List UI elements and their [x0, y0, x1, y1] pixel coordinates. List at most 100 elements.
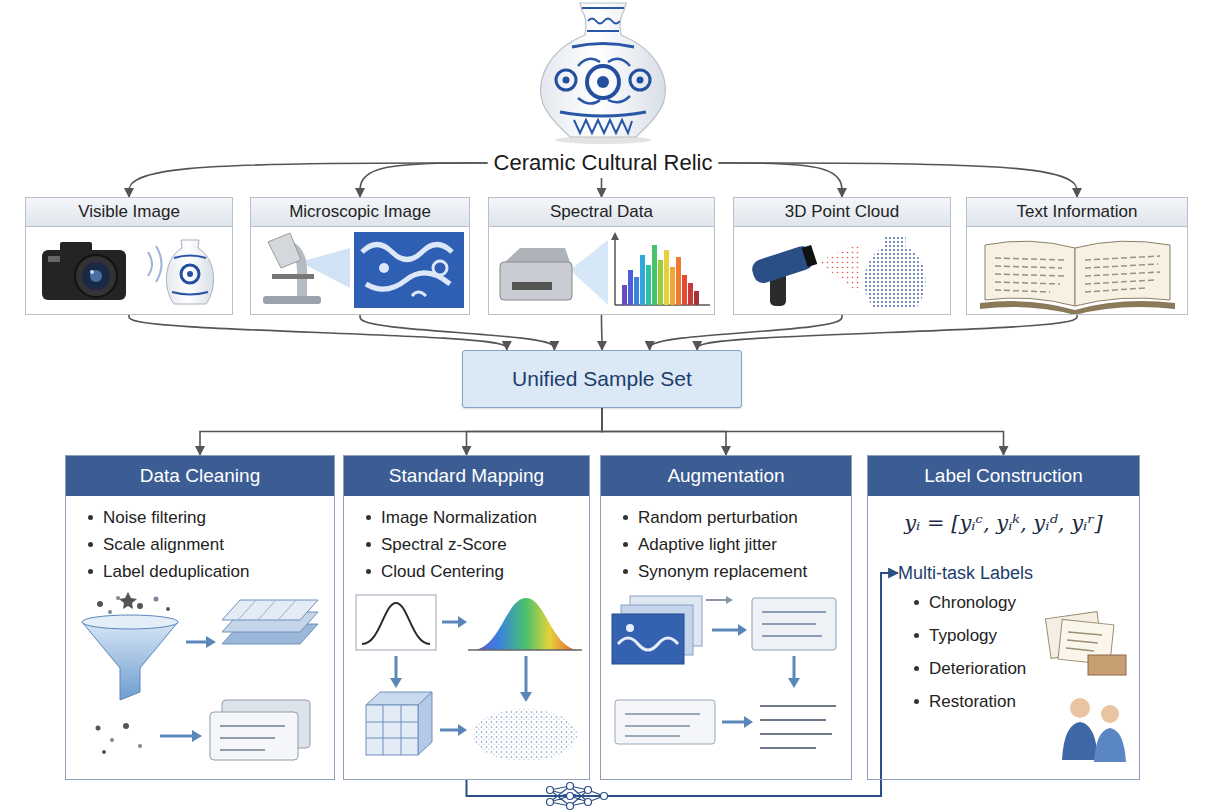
small-vase-illustration	[172, 256, 208, 295]
bullet-item: Label deduplication	[88, 558, 334, 585]
augmentation-illustration	[618, 638, 678, 650]
bullet-text: Image Normalization	[381, 508, 537, 528]
microscope-illustration	[412, 292, 426, 296]
cleaning-illustration	[110, 738, 114, 742]
vase-illustration	[637, 77, 644, 84]
cleaning-illustration	[220, 726, 285, 750]
bullet-item: Restoration	[914, 685, 1108, 718]
bullet-item: Noise filtering	[88, 504, 334, 531]
bullet-dot	[914, 600, 919, 605]
label-list: Multi-task LabelsChronologyTypologyDeter…	[898, 560, 1108, 720]
scanner-illustration	[818, 242, 860, 294]
box-title: Text Information	[1017, 202, 1138, 222]
neural-network-icon	[567, 783, 574, 790]
microscope-illustration	[263, 232, 464, 308]
bullet-text: Label deduplication	[103, 562, 250, 582]
small-vase-illustration	[187, 271, 193, 277]
spectrometer-illustration	[634, 277, 639, 305]
spectrometer-illustration	[500, 262, 572, 300]
cleaning-illustration	[116, 596, 120, 600]
book-illustration	[980, 241, 1175, 315]
vase-illustration	[582, 7, 624, 9]
neural-network-icon	[585, 799, 592, 806]
spectrometer-illustration	[505, 248, 570, 262]
bullet-dot	[623, 542, 628, 547]
spectrometer-illustration	[570, 240, 608, 305]
process-panel: Standard MappingImage NormalizationSpect…	[343, 455, 590, 780]
vase-illustration	[578, 59, 630, 104]
augmentation-illustration	[793, 656, 796, 678]
vase-illustration	[541, 3, 666, 144]
spectrometer-illustration	[688, 283, 693, 305]
formula: yᵢ = [yᵢᶜ, yᵢᵏ, yᵢᵈ, yᵢʳ]	[868, 508, 1139, 538]
mapping-illustration	[362, 603, 430, 644]
augmentation-illustration	[744, 716, 753, 728]
neural-network-icon	[547, 783, 608, 810]
bullet-list: Image NormalizationSpectral z-ScoreCloud…	[344, 496, 589, 585]
mapping-illustration	[395, 656, 398, 678]
augmentation-illustration	[762, 612, 826, 636]
bullet-dot	[88, 542, 93, 547]
cleaning-illustration	[192, 730, 202, 742]
spectrometer-illustration	[622, 285, 627, 305]
spectrometer-illustration	[628, 270, 633, 305]
modality-box: Microscopic Image	[250, 197, 470, 315]
spectrometer-illustration	[614, 238, 616, 305]
bullet-text: Synonym replacement	[638, 562, 807, 582]
bullet-text: Noise filtering	[103, 508, 206, 528]
bullet-dot	[88, 515, 93, 520]
small-vase-illustration	[148, 246, 162, 282]
cleaning-illustration	[102, 750, 106, 754]
spectrometer-illustration	[500, 232, 710, 305]
bullet-dot	[88, 569, 93, 574]
bullet-item: Synonym replacement	[623, 558, 851, 585]
bullet-text: Scale alignment	[103, 535, 224, 555]
bullet-text: Random perturbation	[638, 508, 798, 528]
mapping-illustration	[366, 705, 418, 755]
modality-box: Visible Image	[25, 197, 233, 315]
header-band: 3D Point Cloud	[734, 198, 950, 227]
camera-illustration	[90, 270, 94, 274]
relic-title: Ceramic Cultural Relic	[494, 150, 713, 176]
connector-arrow	[650, 315, 842, 350]
scanner-illustration	[802, 245, 818, 267]
spectrometer-illustration	[676, 257, 681, 305]
header-band: Data Cleaning	[66, 456, 334, 496]
spectrometer-illustration	[611, 232, 619, 240]
mapping-illustration	[525, 656, 528, 692]
augmentation-illustration	[612, 614, 684, 664]
box-title: Spectral Data	[550, 202, 653, 222]
neural-network-icon	[547, 799, 554, 806]
connector-arrow	[697, 315, 1077, 350]
bullet-dot	[914, 633, 919, 638]
augmentation-illustration	[722, 721, 744, 724]
small-vase-illustration	[148, 240, 214, 304]
cleaning-illustration	[108, 610, 112, 614]
cleaning-illustration	[123, 723, 129, 729]
spectrometer-illustration	[694, 291, 699, 305]
vase-illustration	[556, 70, 576, 90]
cleaning-illustration	[154, 597, 159, 602]
bullet-list: Random perturbationAdaptive light jitter…	[601, 496, 851, 585]
microscope-illustration	[354, 232, 464, 308]
box-title: Visible Image	[78, 202, 180, 222]
label-illustration	[1066, 632, 1102, 651]
connector-arrow	[360, 163, 488, 197]
label-illustration	[1088, 655, 1126, 675]
mapping-illustration	[472, 598, 580, 650]
header-band: Standard Mapping	[344, 456, 589, 496]
bullet-text: Cloud Centering	[381, 562, 504, 582]
connector-arrow	[601, 315, 603, 350]
vase-illustration	[560, 112, 646, 116]
spectrometer-illustration	[652, 245, 657, 305]
spectrometer-illustration	[512, 282, 552, 290]
label-illustration	[1094, 728, 1126, 762]
bullet-text: Restoration	[929, 692, 1016, 712]
cleaning-illustration	[166, 607, 170, 611]
modality-box: 3D Point Cloud	[733, 197, 951, 315]
mapping-illustration	[390, 678, 402, 688]
augmentation-illustration	[612, 596, 836, 748]
connector-arrow	[718, 163, 842, 197]
augmentation-illustration	[615, 700, 715, 744]
bullet-item: Cloud Centering	[366, 558, 589, 585]
